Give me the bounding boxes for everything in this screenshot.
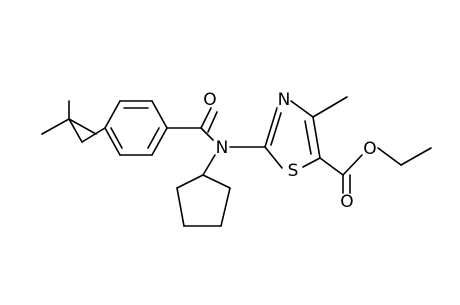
bond <box>319 157 344 176</box>
ester-ether-oxygen-label: O <box>363 139 376 159</box>
bond <box>110 127 123 149</box>
bond <box>264 107 278 148</box>
bond <box>68 118 97 135</box>
bond <box>312 116 321 159</box>
bond <box>68 118 83 143</box>
amide-nitrogen-label: N <box>216 138 229 158</box>
bond <box>200 127 214 141</box>
bond <box>400 147 432 166</box>
bond <box>104 100 121 129</box>
ring-nitrogen-label: N <box>278 90 291 110</box>
bond <box>200 107 212 129</box>
bond <box>312 96 348 118</box>
ring-sulfur-label: S <box>288 161 299 181</box>
bond <box>377 147 402 166</box>
bond <box>41 118 70 135</box>
bond <box>176 187 185 227</box>
bond <box>147 127 160 149</box>
bond <box>176 174 204 189</box>
bond <box>207 111 218 133</box>
carbonyl-oxygen-label: O <box>203 90 216 110</box>
bond <box>81 127 106 143</box>
bond <box>302 157 321 168</box>
bond <box>202 174 231 189</box>
bond <box>151 100 168 129</box>
bond <box>104 127 121 156</box>
bond <box>151 127 168 156</box>
bonds <box>41 96 432 227</box>
bond <box>264 146 283 169</box>
bond <box>304 120 312 155</box>
bond <box>342 154 363 176</box>
bond <box>220 187 231 227</box>
ester-carbonyl-oxygen-label: O <box>340 192 353 212</box>
bond <box>270 112 282 146</box>
atom-labels: O N N S O O <box>203 90 376 212</box>
bond <box>290 100 314 118</box>
bond <box>202 154 216 176</box>
